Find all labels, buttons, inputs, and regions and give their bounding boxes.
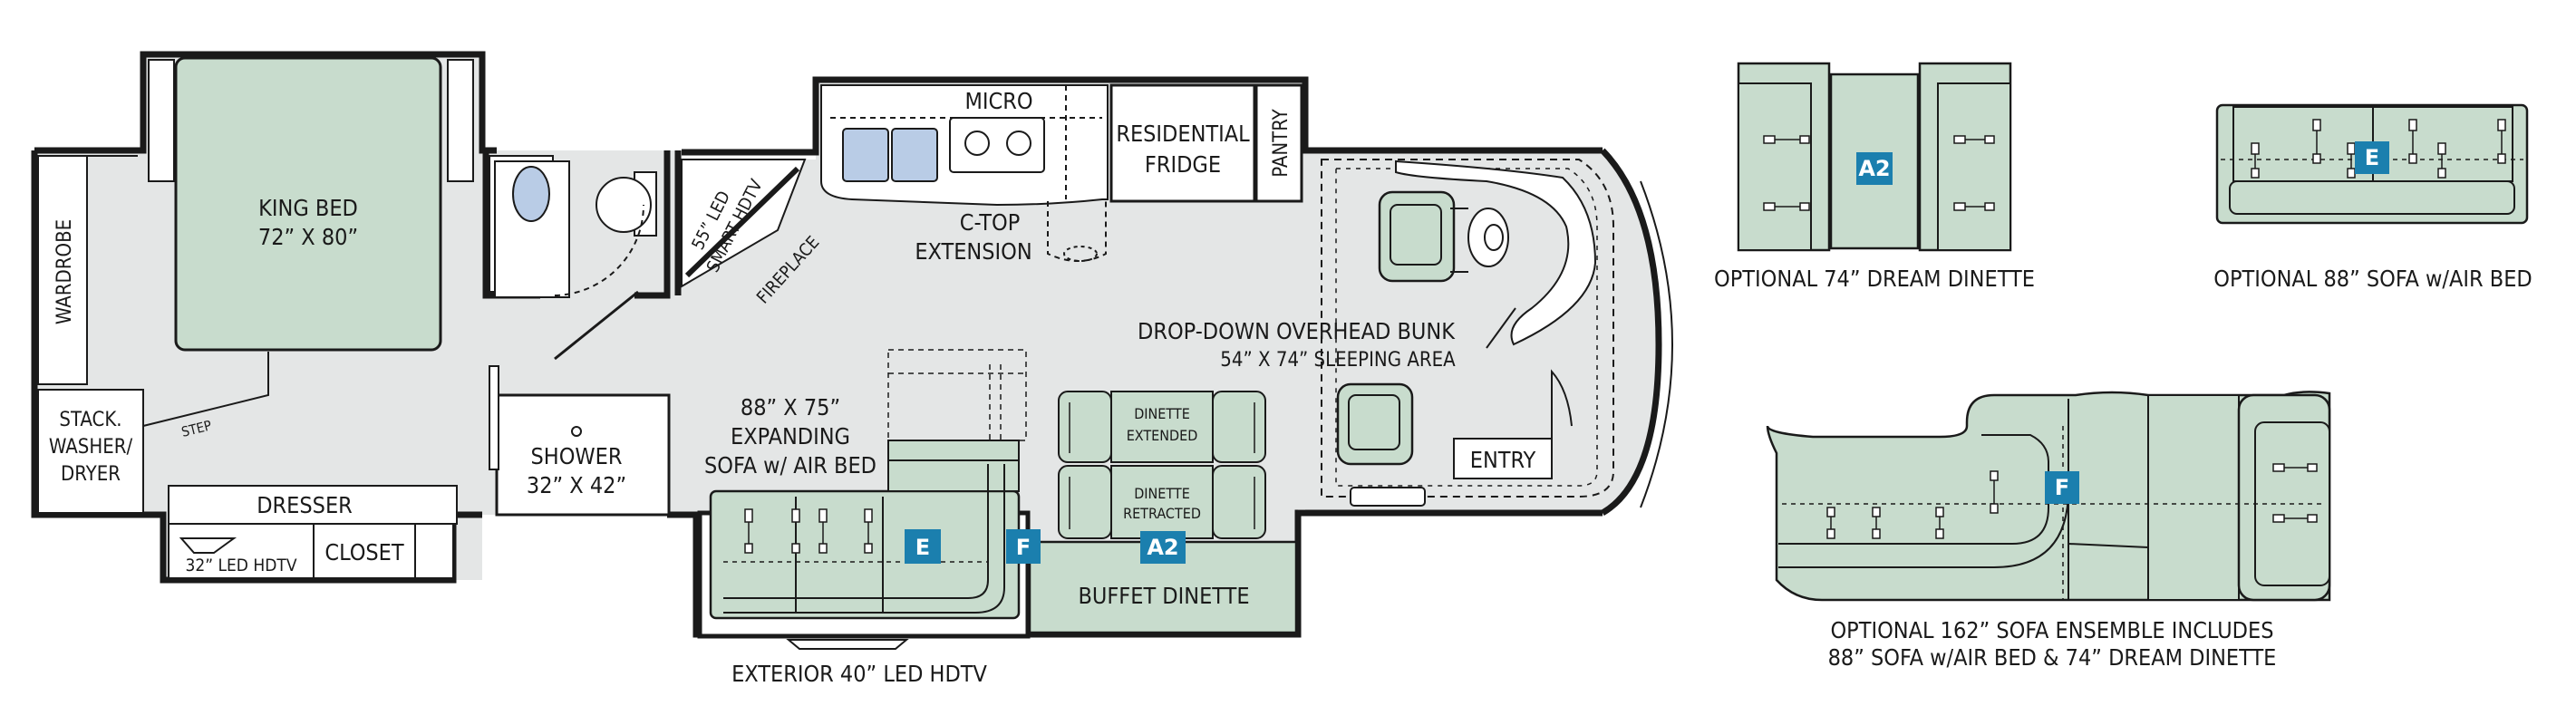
smart-tv-icon xyxy=(684,166,800,278)
sink-left xyxy=(842,128,889,182)
pantry-label: PANTRY xyxy=(1270,108,1293,177)
dresser xyxy=(168,485,458,525)
badge-f-option: F xyxy=(2055,475,2069,500)
fridge-label-1: RESIDENTIAL xyxy=(1116,121,1250,147)
bath-door-swing xyxy=(554,204,644,296)
shower-label: SHOWER xyxy=(531,443,623,469)
passenger-seat xyxy=(1336,382,1414,466)
svg-text:E: E xyxy=(915,535,930,560)
washer-label-1: STACK. xyxy=(59,409,121,431)
toilet-icon xyxy=(596,171,657,237)
wardrobe-label: WARDROBE xyxy=(53,219,76,324)
option-ensemble-label-1: OPTIONAL 162” SOFA ENSEMBLE INCLUDES xyxy=(1830,617,2273,643)
bunk-label-2: 54” X 74” SLEEPING AREA xyxy=(1220,349,1456,372)
steering-wheel-icon xyxy=(1467,208,1509,267)
option-sofa-ensemble: F xyxy=(1766,391,2331,602)
step-line xyxy=(142,352,269,427)
washer-label-2: WASHER/ xyxy=(49,436,133,459)
dinette-retracted-label-1: DINETTE xyxy=(1134,485,1190,502)
king-bed-label: KING BED xyxy=(258,195,358,221)
dinette-extended xyxy=(1058,391,1266,463)
front-cap xyxy=(1640,180,1673,508)
king-bed xyxy=(174,56,442,352)
dresser-label: DRESSER xyxy=(257,492,353,518)
bedroom-tv-icon xyxy=(179,537,237,554)
pantry xyxy=(1254,83,1303,203)
dinette-extended-label-2: EXTENDED xyxy=(1127,427,1198,444)
option-dream-dinette-label: OPTIONAL 74” DREAM DINETTE xyxy=(1714,266,2035,292)
exterior-tv-label: EXTERIOR 40” LED HDTV xyxy=(731,661,987,687)
option-dream-dinette: A2 xyxy=(1737,62,2012,252)
washer-dryer xyxy=(37,389,144,514)
badge-a2: A2 xyxy=(1140,531,1186,564)
sink-icon xyxy=(512,166,550,222)
dinette-retracted-label-2: RETRACTED xyxy=(1123,505,1201,522)
ctop-label-2: EXTENSION xyxy=(915,238,1031,265)
residential-fridge xyxy=(1109,83,1256,203)
entry-label: ENTRY xyxy=(1470,447,1536,473)
badge-e-option: E xyxy=(2365,145,2379,170)
burner-icon xyxy=(964,130,990,156)
dashboard xyxy=(1395,160,1597,346)
expanding-sofa xyxy=(709,440,1021,620)
badge-e: E xyxy=(905,529,941,564)
overhead-bunk-outline xyxy=(1321,159,1614,498)
nightstand-right xyxy=(447,59,474,182)
burner-icon xyxy=(1006,130,1031,156)
option-sofa-air-bed-label: OPTIONAL 88” SOFA w/AIR BED xyxy=(2213,266,2532,292)
sink-right xyxy=(891,128,938,182)
king-bed-size: 72” X 80” xyxy=(258,224,358,250)
closet xyxy=(313,523,416,579)
fridge-label-2: FRIDGE xyxy=(1145,151,1221,178)
shower xyxy=(495,393,671,517)
sofa-label-3: SOFA w/ AIR BED xyxy=(704,452,876,478)
sofa-label-1: 88” X 75” xyxy=(741,394,840,420)
buffet-dinette-label: BUFFET DINETTE xyxy=(1078,583,1249,609)
closet-label: CLOSET xyxy=(324,539,404,566)
bunk-label-1: DROP-DOWN OVERHEAD BUNK xyxy=(1138,318,1456,344)
dinette-retracted xyxy=(1058,465,1266,539)
shower-drain-icon xyxy=(571,426,582,437)
driver-seat xyxy=(1378,190,1468,283)
badge-f: F xyxy=(1006,529,1041,564)
nightstand-left xyxy=(148,59,175,182)
micro-label: MICRO xyxy=(964,88,1032,114)
svg-text:F: F xyxy=(1016,535,1031,560)
badge-a2-option: A2 xyxy=(1858,156,1890,181)
dinette-extended-label-1: DINETTE xyxy=(1134,405,1190,422)
washer-label-3: DRYER xyxy=(61,463,121,486)
ctop-label-1: C-TOP xyxy=(960,209,1021,236)
wardrobe xyxy=(37,155,88,385)
exterior-tv-icon xyxy=(786,639,909,650)
svg-text:A2: A2 xyxy=(1147,535,1178,560)
entry xyxy=(1453,438,1553,479)
shower-size: 32” X 42” xyxy=(527,472,626,498)
bedroom-tv-label: 32” LED HDTV xyxy=(185,556,296,575)
option-ensemble-label-2: 88” SOFA w/AIR BED & 74” DREAM DINETTE xyxy=(1828,644,2277,671)
sofa-handle-icon xyxy=(744,508,873,554)
bath-door xyxy=(554,290,639,361)
option-sofa-air-bed: E xyxy=(2215,103,2529,225)
sofa-label-2: EXPANDING xyxy=(731,423,850,450)
